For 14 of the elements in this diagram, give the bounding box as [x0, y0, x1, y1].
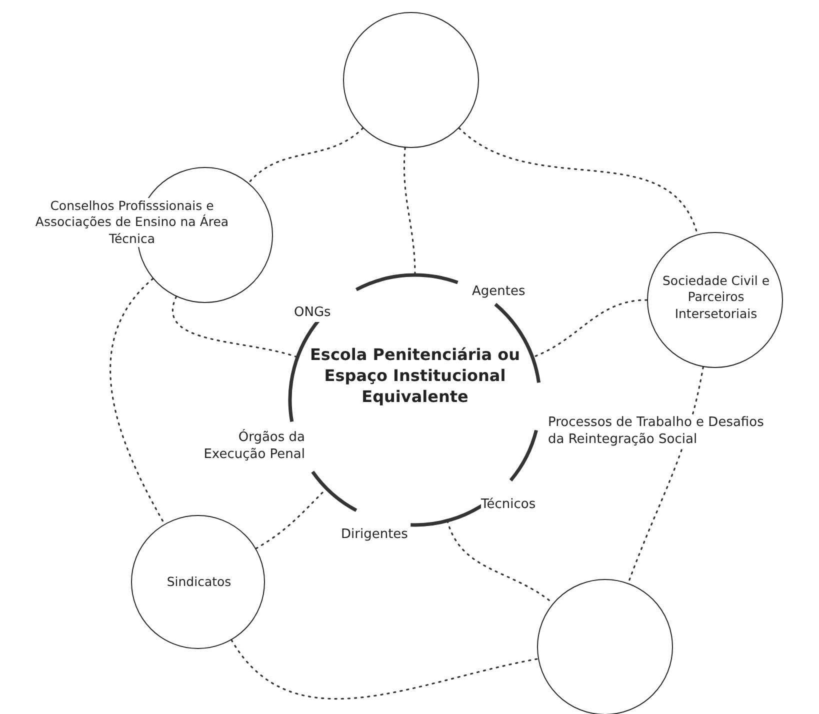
circle-node — [537, 579, 673, 714]
circle-node — [343, 12, 479, 148]
role-label: ONGs — [294, 305, 331, 322]
dotted-connector — [248, 127, 364, 184]
node-label: Sindicatos — [166, 574, 232, 590]
dotted-connector — [230, 639, 539, 700]
role-label: Agentes — [472, 284, 526, 301]
role-label: Dirigentes — [341, 527, 408, 544]
circle-node — [131, 515, 265, 649]
dotted-connector — [172, 296, 298, 358]
dotted-connector — [403, 146, 416, 276]
circle-node — [647, 232, 783, 368]
node-label: Sociedade Civil e Parceiros Intersetoriais — [661, 273, 771, 322]
node-label: Escola Penitenciária ou Espaço Institucional Equivalente — [308, 345, 521, 408]
